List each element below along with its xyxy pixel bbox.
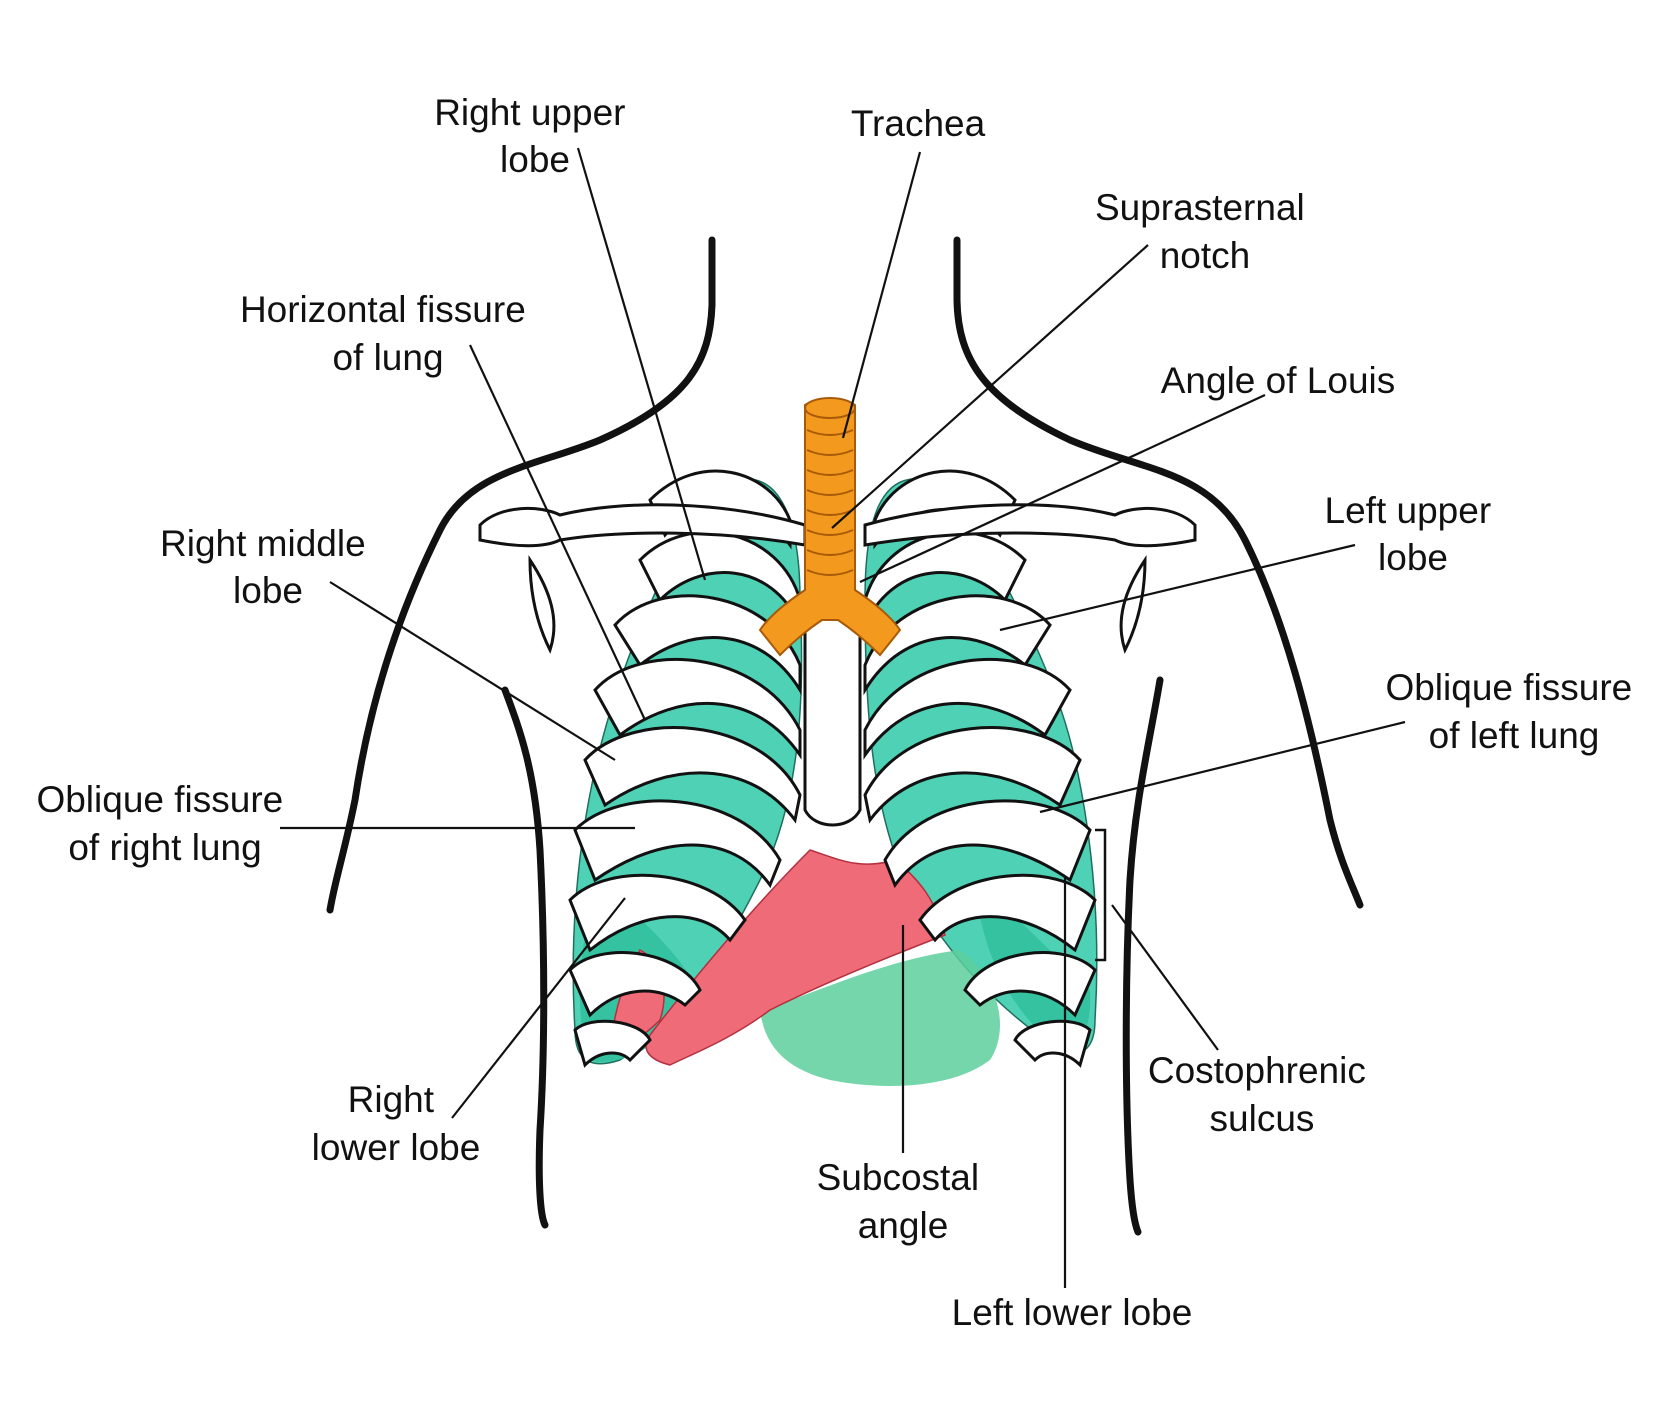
leader-lines (280, 147, 1406, 1288)
trachea-illustration (758, 397, 902, 657)
stomach (760, 950, 1000, 1086)
label-left-lower-lobe: Left lower lobe (952, 1292, 1193, 1333)
label-left-upper-lobe: Left upper lobe (1325, 490, 1502, 578)
costophrenic-bracket (1095, 828, 1107, 962)
label-costophrenic-sulcus: Costophrenic sulcus (1148, 1050, 1376, 1139)
label-subcostal-angle: Subcostal angle (817, 1157, 990, 1246)
clavicles (478, 503, 1197, 654)
label-suprasternal-notch: Suprasternal notch (1095, 187, 1315, 276)
label-right-upper-lobe: Right upper lobe (434, 92, 636, 180)
left-ribs (863, 469, 1097, 1068)
labels: Right upper lobe Trachea Suprasternal no… (36, 92, 1642, 1333)
label-right-middle-lobe: Right middle lobe (160, 523, 376, 611)
label-horizontal-fissure: Horizontal fissure of lung (240, 289, 536, 378)
label-right-lower-lobe: Right lower lobe (312, 1079, 481, 1168)
label-angle-of-louis: Angle of Louis (1161, 360, 1396, 401)
label-oblique-fissure-left: Oblique fissure of left lung (1385, 667, 1642, 756)
right-ribs (568, 469, 802, 1068)
label-trachea: Trachea (851, 103, 986, 144)
label-oblique-fissure-right: Oblique fissure of right lung (36, 779, 293, 868)
body-outline (326, 236, 1364, 1236)
sternum (803, 611, 862, 827)
